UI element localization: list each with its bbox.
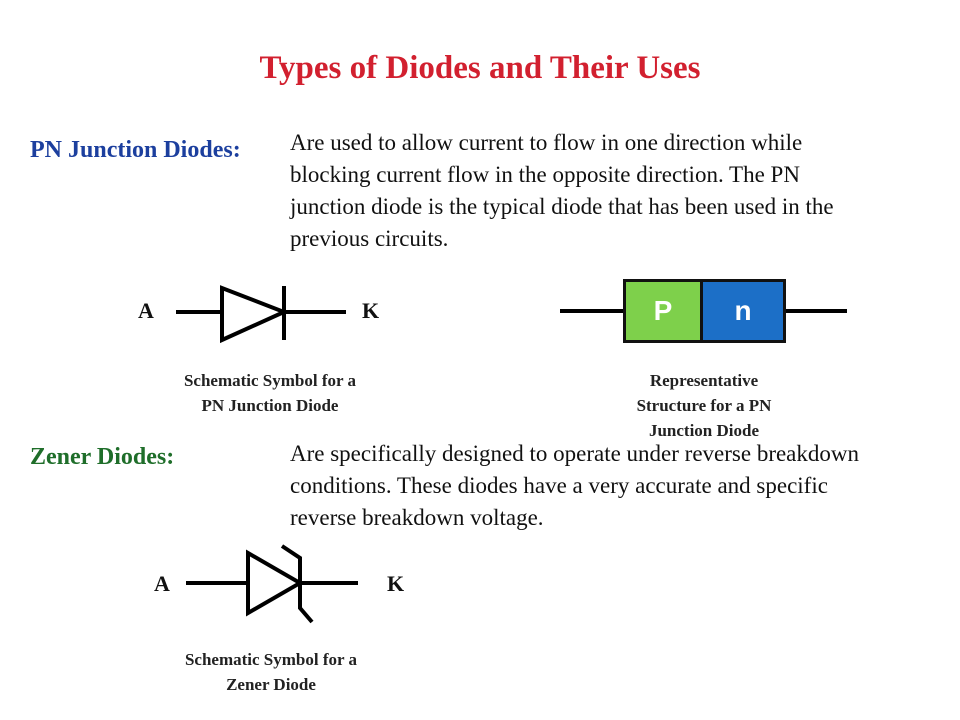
- zener-description: Are specifically designed to operate und…: [290, 438, 859, 534]
- caption-line: Schematic Symbol for a: [184, 650, 358, 669]
- zener-symbol-caption: Schematic Symbol for a Zener Diode: [141, 647, 401, 697]
- pn-symbol-caption: Schematic Symbol for a PN Junction Diode: [140, 368, 400, 418]
- zener-cathode-label: K: [387, 571, 405, 596]
- slide-title: Types of Diodes and Their Uses: [259, 50, 701, 86]
- p-region-label: P: [653, 295, 673, 326]
- pn-line: previous circuits.: [290, 226, 449, 251]
- caption-line: Schematic Symbol for a: [183, 371, 357, 390]
- zener-diode-triangle: [246, 549, 305, 617]
- caption-line: PN Junction Diode: [201, 396, 339, 415]
- zener-diode-symbol: [186, 544, 358, 624]
- pn-cathode-label: K: [362, 298, 380, 323]
- pn-anode-label: A: [138, 298, 154, 323]
- pn-line: blocking current flow in the opposite di…: [290, 162, 800, 187]
- caption-line: Junction Diode: [648, 421, 760, 440]
- zener-heading: Zener Diodes:: [30, 444, 175, 470]
- n-region-label: n: [734, 295, 752, 326]
- caption-line: Zener Diode: [226, 675, 316, 694]
- zener-line: Are specifically designed to operate und…: [290, 441, 860, 466]
- zener-line: conditions. These diodes have a very acc…: [290, 473, 828, 498]
- caption-line: Representative: [649, 371, 759, 390]
- pn-line: junction diode is the typical diode that…: [290, 194, 834, 219]
- pn-description: Are used to allow current to flow in one…: [290, 127, 834, 255]
- structure-caption: Representative Structure for a PN Juncti…: [584, 368, 824, 443]
- n-region: n: [700, 279, 786, 343]
- structure-lead-right: [785, 309, 847, 313]
- pn-diode-symbol: [176, 285, 346, 344]
- caption-line: Structure for a PN: [636, 396, 772, 415]
- structure-lead-left: [560, 309, 624, 313]
- zener-line: reverse breakdown voltage.: [290, 505, 544, 530]
- pn-line: Are used to allow current to flow in one…: [290, 130, 803, 155]
- pn-heading: PN Junction Diodes:: [30, 137, 241, 163]
- pn-diode-triangle: [220, 285, 290, 344]
- zener-anode-label: A: [154, 571, 170, 596]
